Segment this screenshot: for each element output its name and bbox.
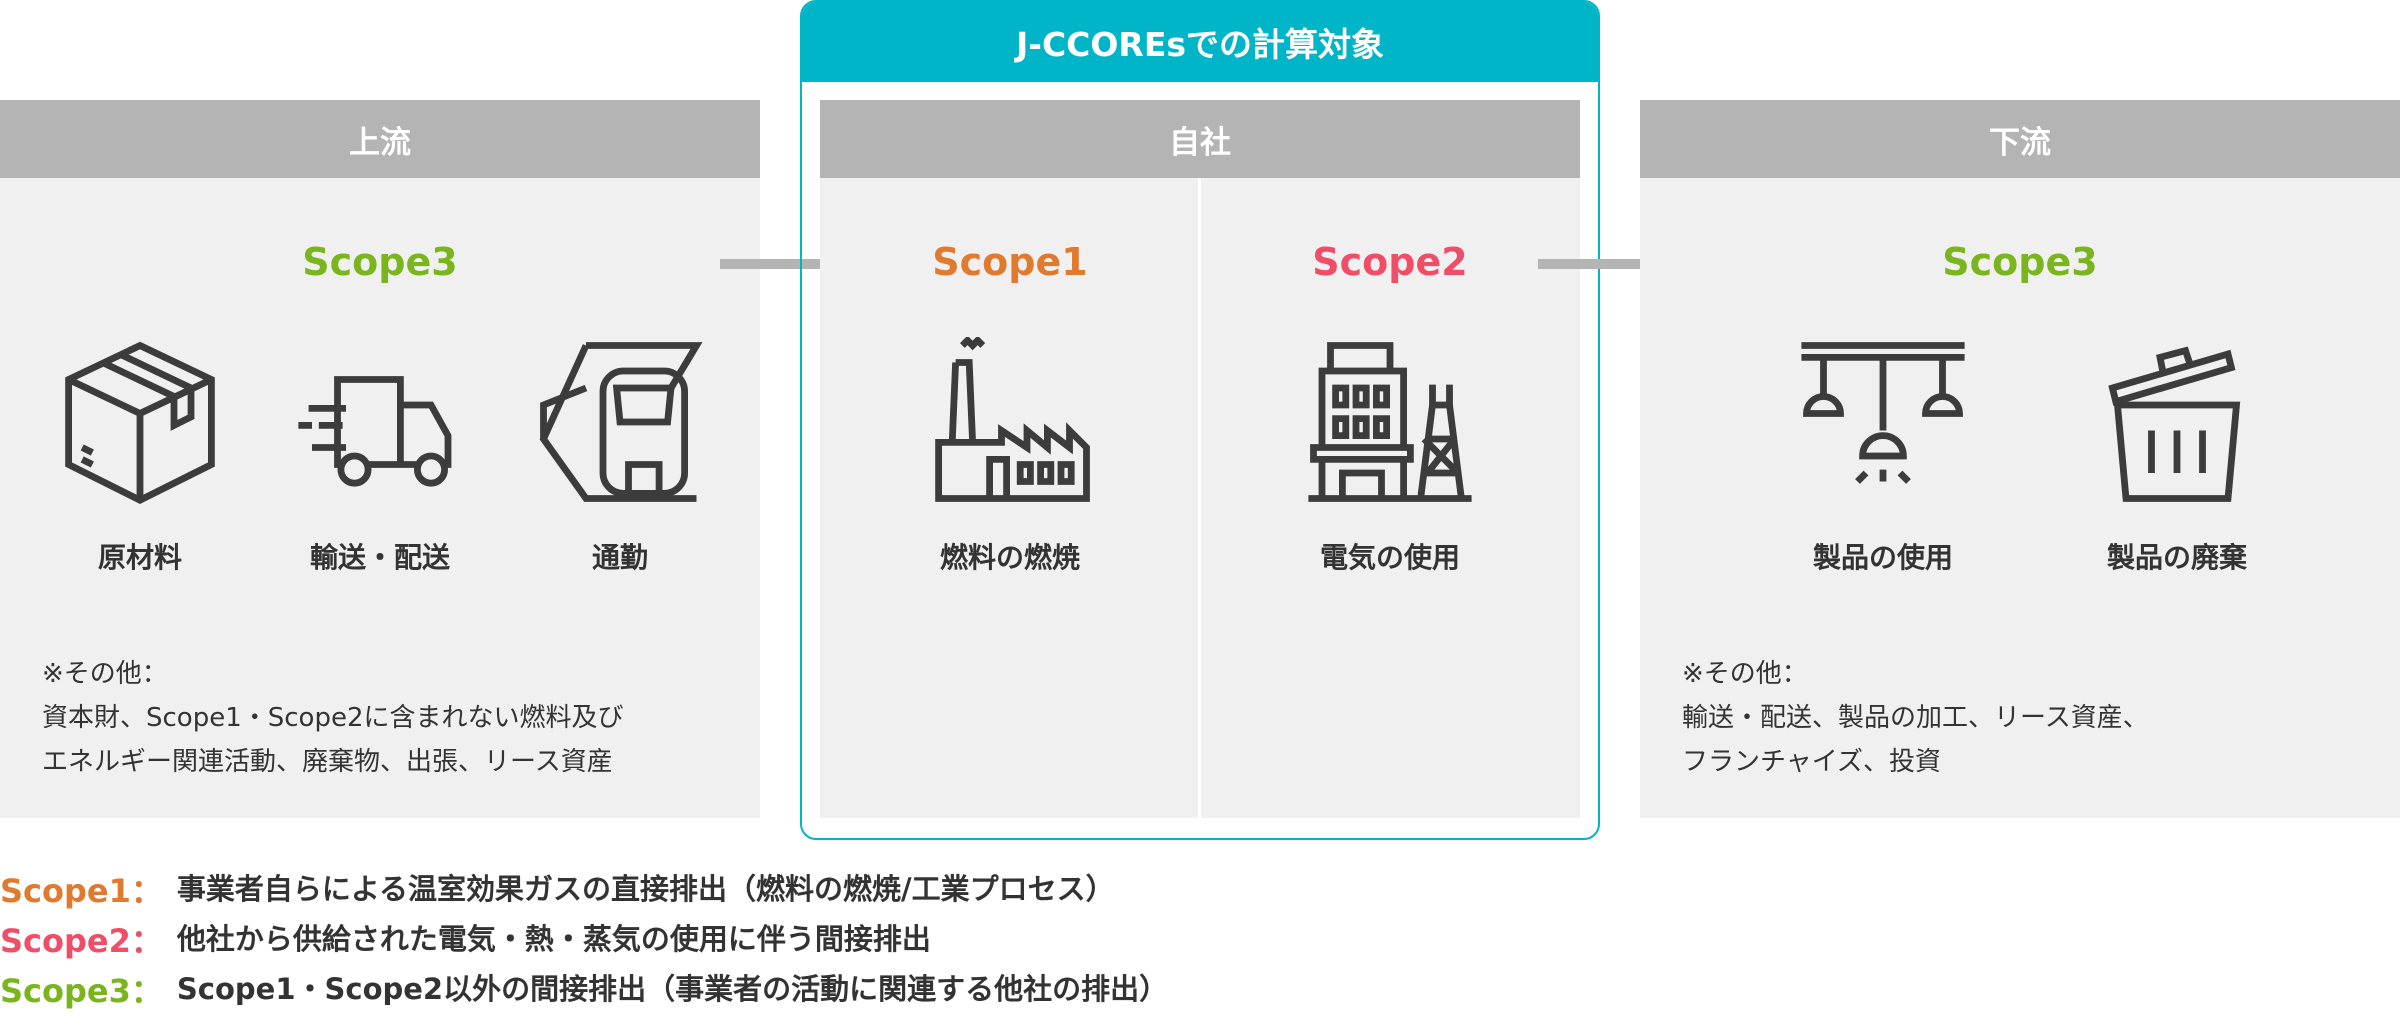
item-label-electricity-use: 電気の使用 bbox=[1319, 541, 1460, 574]
train-icon bbox=[535, 337, 705, 507]
upstream-scope3-title: Scope3 bbox=[302, 240, 458, 284]
divider bbox=[1198, 178, 1201, 818]
downstream-note: ※その他： 輸送・配送、製品の加工、リース資産、 フランチャイズ、投資 bbox=[1682, 652, 2149, 784]
legend-key: Scope3： bbox=[0, 972, 163, 1010]
jccores-scope-box: J-CCOREsでの計算対象 bbox=[800, 0, 1600, 840]
item-label-transport: 輸送・配送 bbox=[309, 541, 450, 574]
downstream-panel: 下流 Scope3 製品の使用 製品の廃棄 ※その他： 輸送・配送、製品の加工、… bbox=[1640, 100, 2400, 818]
note-line: ※その他： bbox=[42, 659, 168, 689]
legend-text: Scope1・Scope2以外の間接排出（事業者の活動に関連する他社の排出） bbox=[176, 972, 1169, 1006]
trash-icon bbox=[2092, 337, 2262, 507]
factory-icon bbox=[925, 335, 1095, 507]
legend-scope2: Scope2： 他社から供給された電気・熱・蒸気の使用に伴う間接排出 bbox=[0, 916, 931, 962]
legend-scope3: Scope3： Scope1・Scope2以外の間接排出（事業者の活動に関連する… bbox=[0, 966, 1168, 1012]
truck-icon bbox=[295, 337, 465, 507]
legend-key: Scope1： bbox=[0, 872, 163, 910]
note-line: エネルギー関連活動、廃棄物、出張、リース資産 bbox=[42, 747, 613, 777]
legend-text: 他社から供給された電気・熱・蒸気の使用に伴う間接排出 bbox=[176, 922, 931, 956]
item-label-raw-materials: 原材料 bbox=[97, 541, 182, 574]
note-line: ※その他： bbox=[1682, 659, 1808, 689]
upstream-panel: 上流 Scope3 原材料 輸送・配送 通勤 ※その他： 資本財、Scope1・… bbox=[0, 100, 760, 818]
item-label-product-disposal: 製品の廃棄 bbox=[2106, 541, 2247, 574]
box-icon bbox=[55, 337, 225, 507]
note-line: 輸送・配送、製品の加工、リース資産、 bbox=[1682, 703, 2149, 733]
legend-key: Scope2： bbox=[0, 922, 163, 960]
legend-text: 事業者自らによる温室効果ガスの直接排出（燃料の燃焼/工業プロセス） bbox=[176, 872, 1115, 906]
scope1-title: Scope1 bbox=[932, 240, 1088, 284]
downstream-scope3-title: Scope3 bbox=[1942, 240, 2098, 284]
company-panel: 自社 Scope1 Scope2 燃料の燃焼 電気の使用 bbox=[820, 100, 1580, 818]
note-line: 資本財、Scope1・Scope2に含まれない燃料及び bbox=[42, 703, 624, 733]
item-label-fuel-combustion: 燃料の燃焼 bbox=[939, 541, 1080, 574]
item-label-commute: 通勤 bbox=[591, 541, 648, 574]
downstream-header: 下流 bbox=[1640, 100, 2400, 178]
item-label-product-use: 製品の使用 bbox=[1812, 541, 1953, 574]
jccores-title: J-CCOREsでの計算対象 bbox=[802, 2, 1598, 82]
building-power-icon bbox=[1305, 337, 1475, 507]
note-line: フランチャイズ、投資 bbox=[1682, 747, 1941, 777]
scope2-title: Scope2 bbox=[1312, 240, 1468, 284]
upstream-header: 上流 bbox=[0, 100, 760, 178]
lamps-icon bbox=[1798, 337, 1968, 507]
company-header: 自社 bbox=[820, 100, 1580, 178]
legend-scope1: Scope1： 事業者自らによる温室効果ガスの直接排出（燃料の燃焼/工業プロセス… bbox=[0, 866, 1115, 912]
upstream-note: ※その他： 資本財、Scope1・Scope2に含まれない燃料及び エネルギー関… bbox=[42, 652, 624, 784]
